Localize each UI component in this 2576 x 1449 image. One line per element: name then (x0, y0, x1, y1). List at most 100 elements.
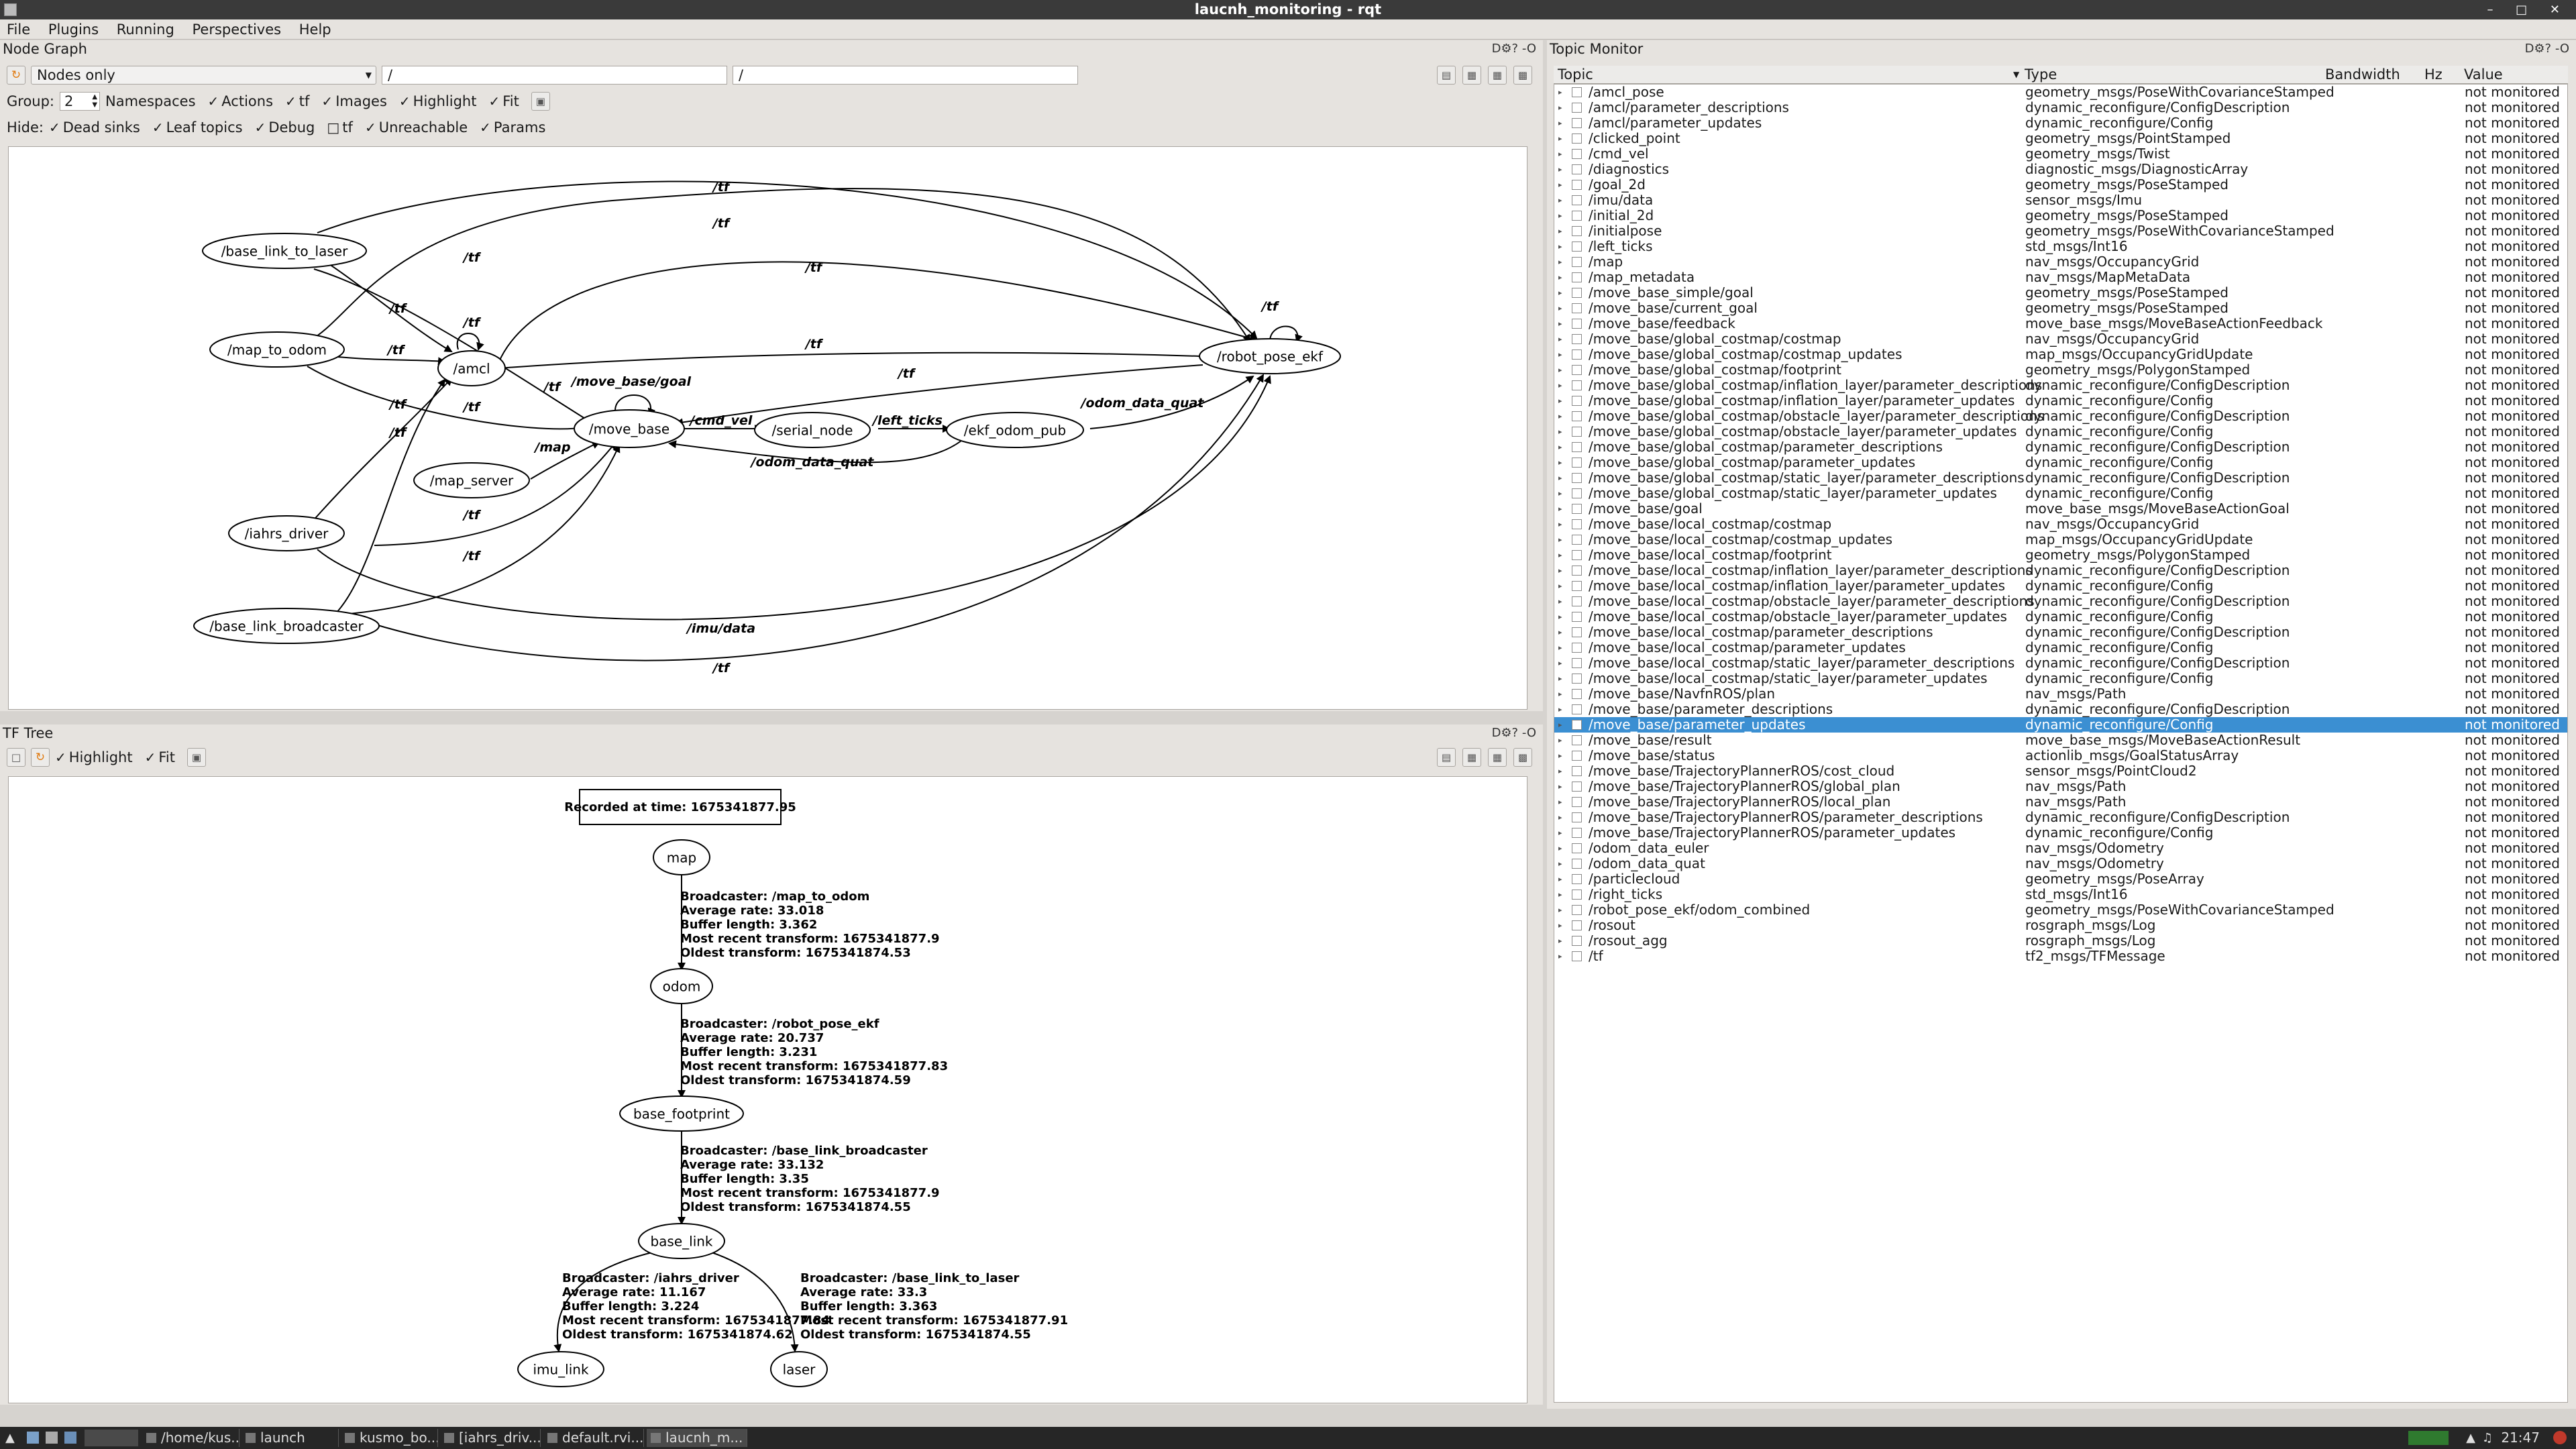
graph-mode-combo[interactable]: Nodes only ▼ (31, 66, 376, 85)
node-map-server[interactable]: /map_server (430, 473, 514, 489)
node-map-to-odom[interactable]: /map_to_odom (227, 342, 327, 358)
monitor-checkbox[interactable] (1572, 519, 1582, 529)
monitor-checkbox[interactable] (1572, 566, 1582, 576)
node-base-link-broadcaster[interactable]: /base_link_broadcaster (209, 619, 364, 635)
node-iahrs-driver[interactable]: /iahrs_driver (245, 526, 329, 542)
refresh-graph-icon[interactable]: ↻ (7, 66, 25, 85)
monitor-checkbox[interactable] (1572, 843, 1582, 853)
monitor-checkbox[interactable] (1572, 396, 1582, 406)
node-ellipse[interactable] (413, 462, 530, 498)
task-rqt[interactable]: laucnh_m... (647, 1429, 747, 1447)
expand-arrow-icon[interactable]: ▸ (1558, 366, 1562, 374)
frame-ellipse[interactable] (638, 1223, 725, 1259)
tf-fit-checkbox[interactable]: ✓Fit (145, 749, 175, 765)
menu-help[interactable]: Help (299, 21, 331, 38)
expand-arrow-icon[interactable]: ▸ (1558, 227, 1562, 235)
power-icon[interactable] (2553, 1431, 2567, 1444)
monitor-checkbox[interactable] (1572, 936, 1582, 946)
monitor-checkbox[interactable] (1572, 627, 1582, 637)
volume-icon[interactable]: ♫ (2481, 1431, 2493, 1445)
topic-row[interactable]: ▸/move_base/TrajectoryPlannerROS/cost_cl… (1554, 763, 2567, 779)
expand-arrow-icon[interactable]: ▸ (1558, 304, 1562, 313)
topic-row[interactable]: ▸/move_base/TrajectoryPlannerROS/paramet… (1554, 825, 2567, 841)
dead-sinks-checkbox[interactable]: ✓Dead sinks (49, 119, 140, 136)
expand-arrow-icon[interactable]: ▸ (1558, 381, 1562, 390)
monitor-checkbox[interactable] (1572, 581, 1582, 591)
node-graph-pane-controls[interactable]: D⚙? -O (1491, 42, 1536, 56)
unreachable-checkbox[interactable]: ✓Unreachable (365, 119, 468, 136)
frame-ellipse[interactable] (770, 1351, 828, 1387)
monitor-checkbox[interactable] (1572, 149, 1582, 159)
task-home[interactable]: /home/kus... (142, 1429, 239, 1447)
node-ekf-odom-pub[interactable]: /ekf_odom_pub (964, 423, 1066, 439)
node-ellipse[interactable] (1199, 338, 1341, 374)
expand-arrow-icon[interactable]: ▸ (1558, 643, 1562, 652)
monitor-checkbox[interactable] (1572, 195, 1582, 205)
monitor-checkbox[interactable] (1572, 427, 1582, 437)
expand-arrow-icon[interactable]: ▸ (1558, 690, 1562, 698)
expand-arrow-icon[interactable]: ▸ (1558, 134, 1562, 143)
expand-arrow-icon[interactable]: ▸ (1558, 458, 1562, 467)
topic-row[interactable]: ▸/move_base/local_costmap/parameter_upda… (1554, 640, 2567, 655)
namespaces-checkbox[interactable]: Namespaces (105, 93, 196, 109)
expand-arrow-icon[interactable]: ▸ (1558, 906, 1562, 914)
expand-arrow-icon[interactable]: ▸ (1558, 736, 1562, 745)
monitor-checkbox[interactable] (1572, 272, 1582, 282)
expand-arrow-icon[interactable]: ▸ (1558, 242, 1562, 251)
save-tf-dot-icon[interactable]: ▦ (1462, 748, 1481, 767)
expand-arrow-icon[interactable]: ▸ (1558, 319, 1562, 328)
frame-base-footprint[interactable]: base_footprint (633, 1106, 730, 1122)
actions-checkbox[interactable]: ✓Actions (208, 93, 273, 109)
task-kusmo[interactable]: kusmo_bo... (341, 1429, 438, 1447)
monitor-checkbox[interactable] (1572, 118, 1582, 128)
topic-row[interactable]: ▸/move_base/global_costmap/obstacle_laye… (1554, 409, 2567, 424)
monitor-checkbox[interactable] (1572, 643, 1582, 653)
expand-arrow-icon[interactable]: ▸ (1558, 628, 1562, 637)
node-amcl[interactable]: /amcl (453, 361, 490, 377)
fit-view-icon[interactable]: ▣ (531, 92, 550, 111)
leaf-topics-checkbox[interactable]: ✓Leaf topics (152, 119, 243, 136)
tf-highlight-checkbox[interactable]: ✓Highlight (55, 749, 133, 765)
monitor-checkbox[interactable] (1572, 658, 1582, 668)
network-icon[interactable]: ▲ (2466, 1431, 2475, 1445)
expand-arrow-icon[interactable]: ▸ (1558, 273, 1562, 282)
topic-row[interactable]: ▸/move_base/global_costmap/obstacle_laye… (1554, 424, 2567, 439)
topic-row[interactable]: ▸/move_base/global_costmap/inflation_lay… (1554, 378, 2567, 393)
node-ellipse[interactable] (437, 350, 506, 386)
monitor-checkbox[interactable] (1572, 859, 1582, 869)
frame-ellipse[interactable] (517, 1351, 604, 1387)
save-dot-icon[interactable]: ▦ (1462, 66, 1481, 85)
expand-arrow-icon[interactable]: ▸ (1558, 952, 1562, 961)
browser-icon[interactable] (64, 1432, 76, 1444)
column-hz[interactable]: Hz (2424, 66, 2443, 83)
load-tf-icon[interactable]: ▤ (1437, 748, 1456, 767)
expand-arrow-icon[interactable]: ▸ (1558, 88, 1562, 97)
expand-arrow-icon[interactable]: ▸ (1558, 720, 1562, 729)
topic-row[interactable]: ▸/move_base/TrajectoryPlannerROS/local_p… (1554, 794, 2567, 810)
expand-arrow-icon[interactable]: ▸ (1558, 211, 1562, 220)
topic-row[interactable]: ▸/move_base/local_costmap/costmap_update… (1554, 532, 2567, 547)
expand-arrow-icon[interactable]: ▸ (1558, 813, 1562, 822)
monitor-checkbox[interactable] (1572, 612, 1582, 622)
monitor-checkbox[interactable] (1572, 504, 1582, 514)
monitor-checkbox[interactable] (1572, 164, 1582, 174)
topic-row[interactable]: ▸/move_base/global_costmap/static_layer/… (1554, 486, 2567, 501)
monitor-checkbox[interactable] (1572, 241, 1582, 252)
monitor-checkbox[interactable] (1572, 920, 1582, 930)
monitor-checkbox[interactable] (1572, 905, 1582, 915)
expand-arrow-icon[interactable]: ▸ (1558, 828, 1562, 837)
node-base-link-to-laser[interactable]: /base_link_to_laser (221, 244, 348, 260)
task-rviz[interactable]: default.rvi... (543, 1429, 644, 1447)
monitor-checkbox[interactable] (1572, 257, 1582, 267)
